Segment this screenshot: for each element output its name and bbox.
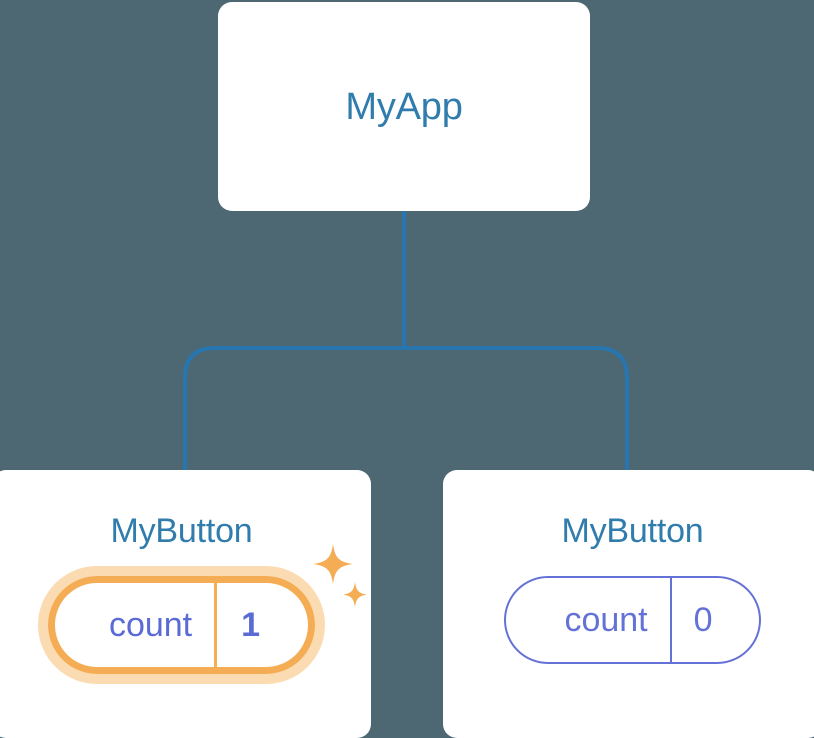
state-value-child-1: 0	[693, 600, 713, 639]
state-pill-wrapper-child-1: count 0	[504, 576, 761, 664]
state-pill-divider-child-0	[214, 583, 218, 667]
state-pill-divider-child-1	[669, 578, 672, 662]
node-title-child-1: MyButton	[561, 512, 704, 550]
sparkle-icon	[313, 544, 368, 607]
state-key-child-1: count	[564, 600, 648, 639]
state-pill-child-0[interactable]: count 1	[47, 576, 316, 674]
state-pill-glow-child-0	[37, 566, 326, 684]
state-value-child-0: 1	[241, 605, 261, 644]
state-key-child-0: count	[108, 605, 193, 644]
node-title-child-0: MyButton	[110, 512, 253, 550]
node-card-child-0[interactable]: MyButton count 1	[0, 470, 371, 738]
state-pill-child-1[interactable]: count 0	[504, 576, 761, 664]
node-title-root: MyApp	[345, 85, 463, 128]
node-card-root[interactable]: MyApp	[218, 2, 590, 211]
state-pill-wrapper-child-0: count 1	[37, 544, 368, 684]
node-card-child-1[interactable]: MyButton count 0	[443, 470, 814, 738]
connector-child-bus	[183, 346, 629, 470]
